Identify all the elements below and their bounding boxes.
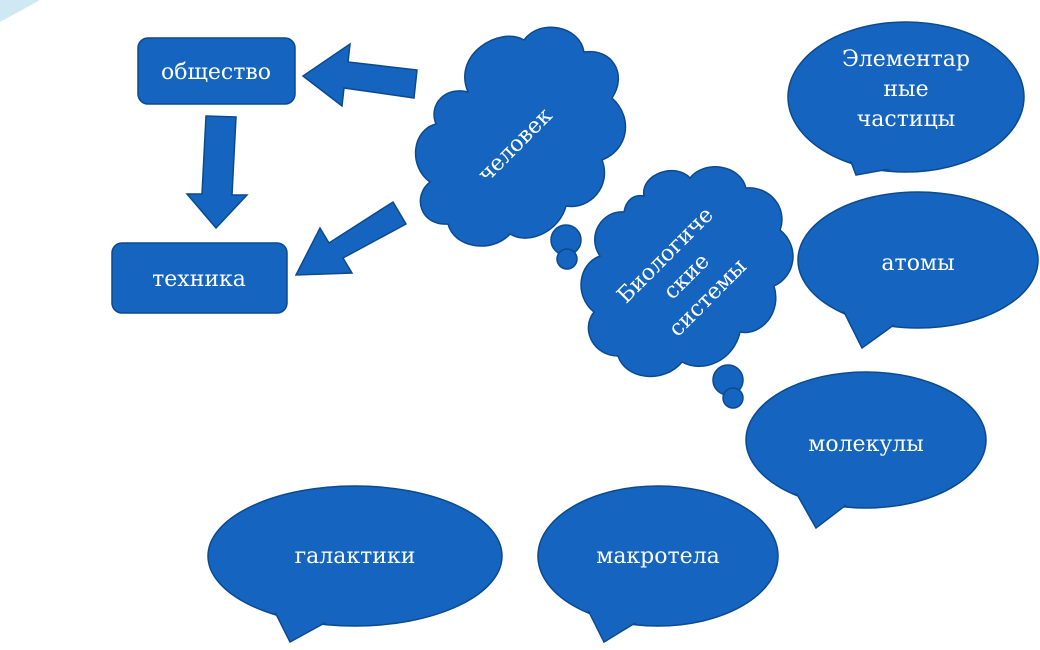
particles-label-line1: Элементар xyxy=(842,47,970,72)
society-box-shape xyxy=(137,37,296,105)
galaxies-bubble-fill xyxy=(210,488,500,624)
atoms-bubble-fill xyxy=(800,194,1036,326)
society-label: общество xyxy=(161,60,271,85)
technology-box-shape xyxy=(111,242,288,314)
particles-label-line3: частицы xyxy=(857,107,955,132)
corner-decoration xyxy=(0,0,40,22)
atoms-label: атомы xyxy=(881,251,954,276)
molecules-bubble-fill xyxy=(748,374,984,506)
molecules-bubble: молекулы xyxy=(745,371,987,530)
biosystems-cloud-shape xyxy=(580,166,794,378)
biosystems-cloud: Биологиче ские системы xyxy=(580,166,794,409)
particles-label-line2: ные xyxy=(883,77,928,102)
particles-bubble-fill xyxy=(790,24,1022,170)
galaxies-bubble: галактики xyxy=(207,485,503,644)
arrow-human-to-society xyxy=(301,42,418,108)
macrobodies-label: макротела xyxy=(596,544,720,569)
arrow-human-to-technology xyxy=(294,200,408,276)
biosystems-cloud-tail-small xyxy=(722,387,744,409)
macrobodies-bubble: макротела xyxy=(537,485,779,644)
galaxies-label: галактики xyxy=(295,544,416,569)
molecules-label: молекулы xyxy=(808,432,924,457)
macrobodies-bubble-fill xyxy=(540,488,776,624)
human-cloud: человек xyxy=(414,26,627,270)
human-cloud-shape xyxy=(414,26,627,247)
technology-box: техника xyxy=(111,242,288,314)
technology-label: техника xyxy=(152,267,246,292)
arrow-society-to-technology xyxy=(185,115,249,230)
society-box: общество xyxy=(137,37,296,105)
human-cloud-tail-small xyxy=(556,248,578,270)
particles-bubble: Элементар ные частицы xyxy=(787,21,1025,176)
atoms-bubble: атомы xyxy=(797,191,1039,350)
